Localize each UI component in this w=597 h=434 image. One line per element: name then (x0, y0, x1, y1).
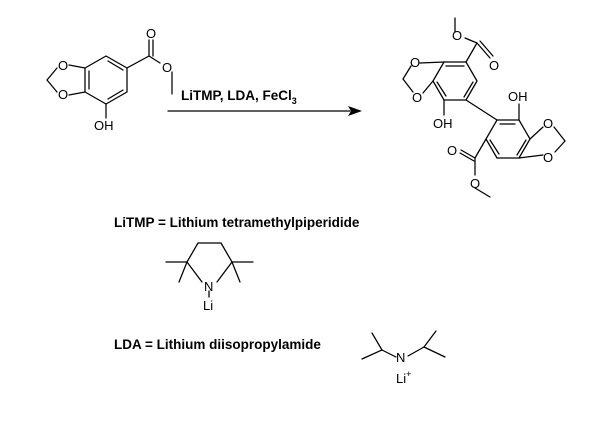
atom-oh: OH (508, 89, 528, 104)
conditions-reagents: LiTMP, LDA, FeCl (181, 88, 292, 103)
atom-o-ester: O (452, 28, 462, 43)
litmp-structure: N Li (165, 242, 254, 313)
product-upper-ring (432, 61, 478, 101)
starting-material-ring (84, 55, 128, 105)
reaction-conditions: LiTMP, LDA, FeCl3 (181, 88, 297, 106)
product-lower-ester: O O (447, 138, 491, 198)
atom-o-dioxole: O (410, 55, 420, 70)
product-upper-ester: O O (452, 17, 499, 73)
atom-li: Li (203, 298, 213, 313)
conditions-subscript: 3 (292, 96, 297, 106)
atom-o-dioxole: O (58, 58, 68, 73)
reaction-arrow (167, 106, 362, 116)
atom-o-carbonyl: O (489, 58, 499, 73)
atom-n: N (204, 279, 213, 294)
litmp-definition: LiTMP = Lithium tetramethylpiperidide (114, 215, 360, 230)
product-upper-dioxole: O O (402, 55, 445, 105)
atom-o-ester: O (470, 176, 480, 191)
atom-o-dioxole: O (543, 116, 553, 131)
product-lower-ring (485, 119, 531, 159)
atom-o-ester: O (162, 60, 172, 75)
atom-li: Li+ (396, 369, 411, 386)
product-lower-dioxole: O O (518, 116, 566, 165)
lda-definition: LDA = Lithium diisopropylamide (114, 337, 321, 352)
atom-oh: OH (433, 116, 453, 131)
atom-li-symbol: Li (396, 371, 406, 386)
starting-material-dioxole: O O (46, 58, 86, 102)
starting-material: O O O O OH (46, 26, 173, 133)
atom-oh: OH (94, 118, 114, 133)
atom-o-dioxole: O (543, 150, 553, 165)
atom-o-dioxole: O (58, 87, 68, 102)
atom-li-charge: + (406, 369, 411, 379)
biaryl-bond (465, 99, 498, 121)
lda-structure: N Li+ (361, 330, 446, 386)
atom-n: N (396, 350, 405, 365)
atom-o-dioxole: O (412, 90, 422, 105)
atom-o-carbonyl: O (447, 143, 457, 158)
product: O O O O OH OH (402, 17, 566, 198)
atom-o-carbonyl: O (146, 26, 156, 41)
starting-material-ester: O O (126, 26, 173, 95)
